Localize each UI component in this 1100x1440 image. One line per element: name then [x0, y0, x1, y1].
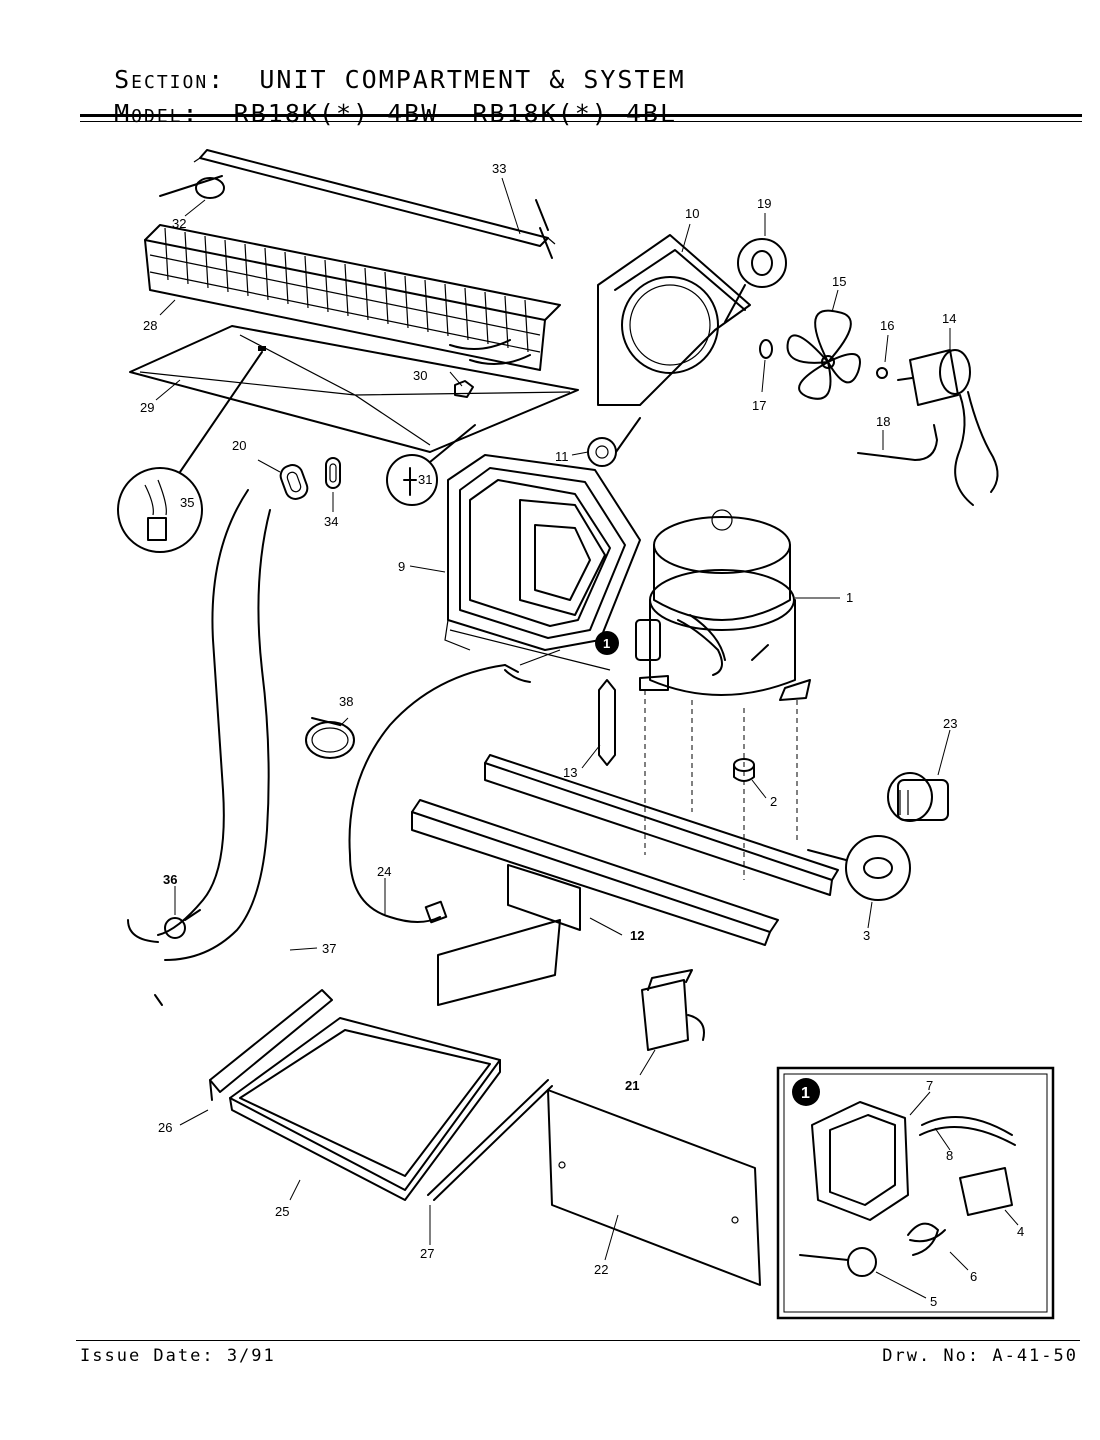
part-35-switch-detail: [117, 351, 263, 553]
callout-labels: 1 2 3 4 5 6 7 8 9 10 11 12 13 14 15 16 1…: [140, 161, 1024, 1309]
part-31-clip-detail: [386, 424, 476, 506]
callout-35: 35: [180, 495, 194, 510]
leader-lines: [155, 177, 1019, 1299]
detail-inset: [776, 1066, 1055, 1320]
callout-10: 10: [685, 206, 699, 221]
part-21-capacitor: [641, 969, 705, 1051]
part-38-clamp: [305, 717, 355, 759]
part-22-access-cover: [547, 1089, 761, 1286]
part-14-fan-motor: [897, 349, 999, 506]
callout-1: 1: [846, 590, 853, 605]
part-2-grommet: [733, 758, 755, 782]
part-33-drain-tube: [193, 149, 556, 247]
part-10-fan-shroud: [597, 234, 751, 406]
section-key: Section:: [114, 65, 226, 94]
part-26-bracket: [209, 989, 333, 1101]
part-17-ring: [759, 339, 773, 359]
detail-marker-dot: [792, 1078, 820, 1106]
part-27-rod: [427, 1079, 553, 1201]
part-28-evaporator: [144, 224, 561, 371]
callout-20: 20: [232, 438, 246, 453]
compressor-marker-dot: [595, 631, 619, 655]
model-header: Model: RB18K(*)-4BW RB18K(*)-4BL: [80, 70, 677, 128]
callout-17: 17: [752, 398, 766, 413]
callout-18: 18: [876, 414, 890, 429]
callout-36: 36: [163, 872, 177, 887]
detail-marker-label: 1: [801, 1085, 810, 1102]
part-19-grommet-detail: [724, 238, 787, 323]
callout-27: 27: [420, 1246, 434, 1261]
callout-7: 7: [926, 1078, 933, 1093]
mounting-guide-lines: [644, 690, 798, 880]
callout-28: 28: [143, 318, 157, 333]
callout-33: 33: [492, 161, 506, 176]
part-1-compressor: [635, 509, 811, 701]
part-20-gasket: [279, 464, 309, 500]
base-rails: [411, 754, 839, 946]
part-36-thermostat: [127, 909, 201, 943]
callout-26: 26: [158, 1120, 172, 1135]
callout-23: 23: [943, 716, 957, 731]
callout-24: 24: [377, 864, 391, 879]
callout-4: 4: [1017, 1224, 1024, 1239]
part-24-power-cord: [348, 664, 531, 924]
callout-30: 30: [413, 368, 427, 383]
part-25-drain-pan: [229, 1017, 501, 1201]
model-key: Model:: [114, 99, 200, 128]
callout-19: 19: [757, 196, 771, 211]
part-9-condenser: [444, 454, 641, 671]
footer-rule: [76, 1340, 1080, 1341]
callout-11: 11: [555, 449, 569, 464]
part-18-tube: [857, 424, 938, 461]
part-37-drain-tube: [154, 489, 271, 1006]
part-13-drier: [598, 679, 616, 766]
callout-34: 34: [324, 514, 338, 529]
callout-13: 13: [563, 765, 577, 780]
callout-29: 29: [140, 400, 154, 415]
callout-6: 6: [970, 1269, 977, 1284]
part-34-grommet: [325, 457, 341, 489]
callout-22: 22: [594, 1262, 608, 1277]
callout-12: 12: [630, 928, 644, 943]
header-rule-thick: [80, 114, 1082, 117]
drawing-number: Drw. No: A-41-50: [882, 1346, 1078, 1366]
callout-2: 2: [770, 794, 777, 809]
part-29-drip-plate: [129, 325, 579, 453]
part-16-nut: [876, 367, 888, 379]
part-12-baffle: [437, 864, 581, 1006]
callout-25: 25: [275, 1204, 289, 1219]
callout-14: 14: [942, 311, 956, 326]
part-32-heater: [159, 175, 553, 259]
part-30-clip: [454, 380, 474, 398]
part-11-grommet: [587, 417, 641, 467]
issue-date: Issue Date: 3/91: [80, 1346, 276, 1366]
part-3-grommet-detail: [807, 835, 911, 901]
callout-32: 32: [172, 216, 186, 231]
callout-8: 8: [946, 1148, 953, 1163]
part-23-relay: [887, 772, 949, 822]
callout-15: 15: [832, 274, 846, 289]
callout-5: 5: [930, 1294, 937, 1309]
callout-38: 38: [339, 694, 353, 709]
callout-3: 3: [863, 928, 870, 943]
callout-9: 9: [398, 559, 405, 574]
header-rule-thin: [80, 121, 1082, 122]
model-value: RB18K(*)-4BW RB18K(*)-4BL: [233, 99, 678, 128]
callout-16: 16: [880, 318, 894, 333]
part-15-fan-blade: [786, 309, 861, 400]
callout-37: 37: [322, 941, 336, 956]
section-header: Section: UNIT COMPARTMENT & SYSTEM: [80, 36, 686, 94]
section-value: UNIT COMPARTMENT & SYSTEM: [259, 65, 686, 94]
callout-21: 21: [625, 1078, 639, 1093]
compressor-marker-label: 1: [603, 636, 610, 651]
callout-31: 31: [418, 472, 432, 487]
